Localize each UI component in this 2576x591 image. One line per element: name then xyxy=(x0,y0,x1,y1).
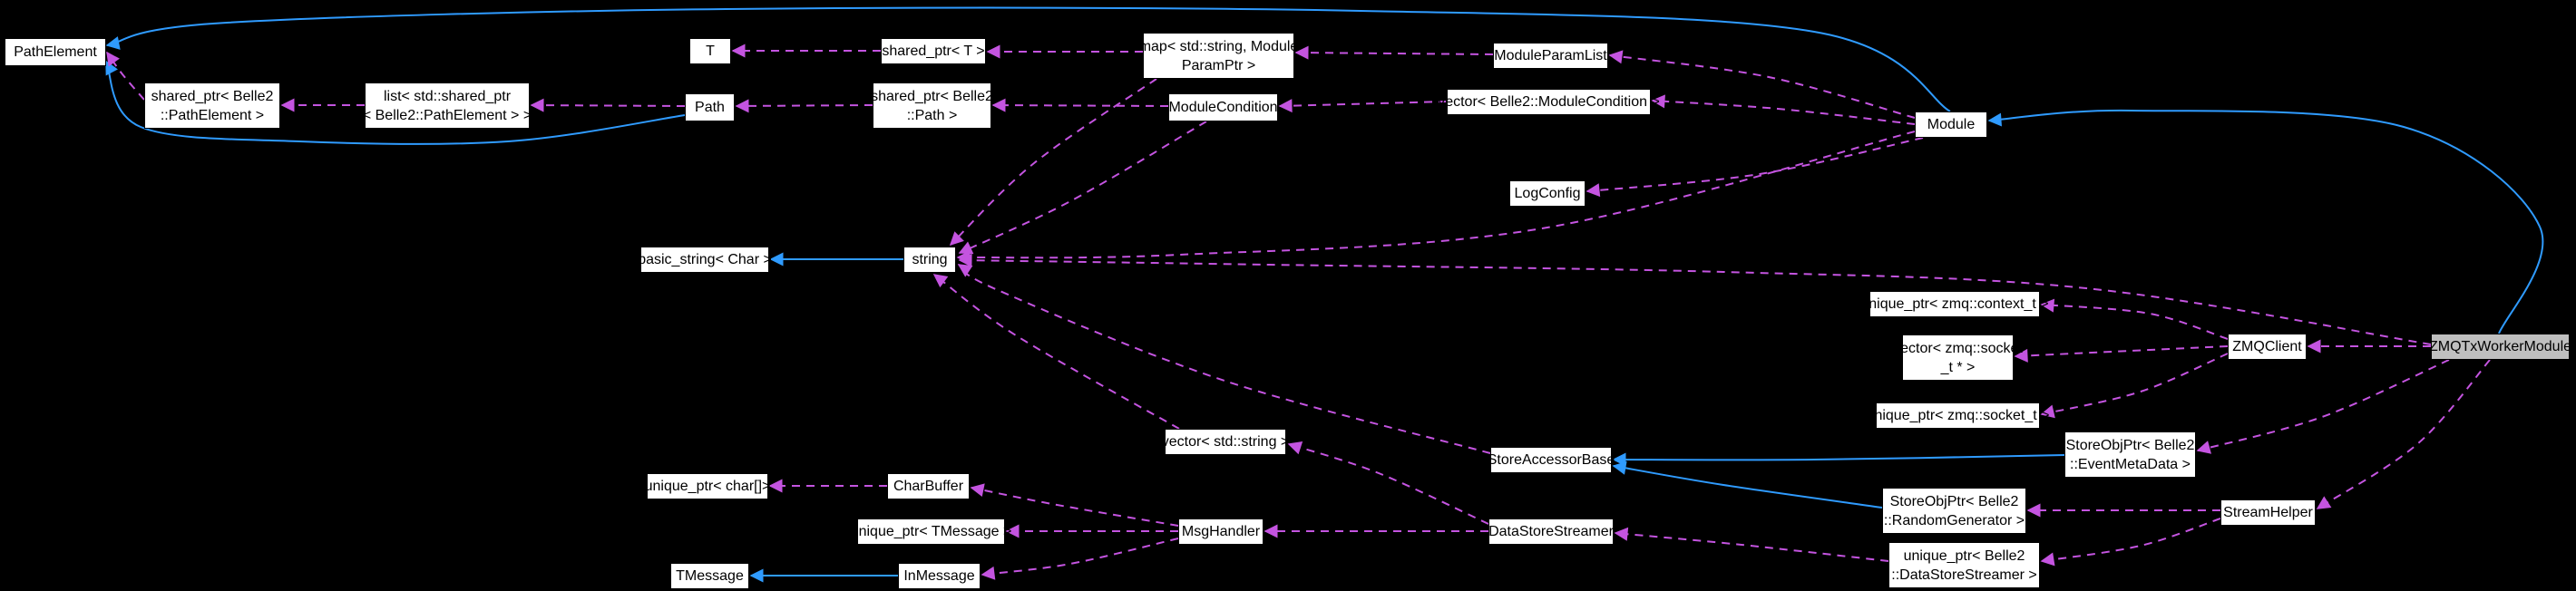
edge-up_datastorestreamer-datastorestreamer xyxy=(1614,527,1889,562)
edge-sop_randomgenerator-storeaccessorbase xyxy=(1612,460,1883,509)
edge-datastorestreamer-vec_string xyxy=(1287,441,1489,525)
node-label: TMessage xyxy=(676,568,744,584)
node-label: CharBuffer xyxy=(893,479,964,494)
node-label: shared_ptr< Belle2 ::Path > xyxy=(871,88,993,123)
node-label: StoreObjPtr< Belle2 ::RandomGenerator > xyxy=(1883,493,2025,528)
node-label: unique_ptr< TMessage > xyxy=(850,524,1012,539)
node-list_sp_pathelement[interactable]: list< std::shared_ptr < Belle2::PathElem… xyxy=(363,82,532,129)
node-label: InMessage xyxy=(903,568,975,584)
node-zmqclient[interactable]: ZMQClient xyxy=(2228,334,2307,360)
node-inmessage[interactable]: InMessage xyxy=(898,563,981,589)
node-label: shared_ptr< Belle2 ::PathElement > xyxy=(151,88,274,123)
node-label: LogConfig xyxy=(1514,186,1581,201)
node-basic_string[interactable]: basic_string< Char > xyxy=(638,247,772,273)
node-sp_pathelement[interactable]: shared_ptr< Belle2 ::PathElement > xyxy=(144,82,280,129)
node-sop_randomgenerator[interactable]: StoreObjPtr< Belle2 ::RandomGenerator > xyxy=(1882,488,2026,534)
node-moduleparamlist[interactable]: ModuleParamList xyxy=(1493,43,1608,69)
node-sp_path[interactable]: shared_ptr< Belle2 ::Path > xyxy=(871,82,993,129)
node-label: list< std::shared_ptr < Belle2::PathElem… xyxy=(362,88,532,123)
node-module[interactable]: Module xyxy=(1915,111,1987,138)
edge-map_param-string xyxy=(949,78,1157,247)
node-streamhelper[interactable]: StreamHelper xyxy=(2220,499,2316,526)
node-label: Path xyxy=(695,100,725,115)
edge-zmqtxworker-string xyxy=(958,253,2432,345)
node-label: unique_ptr< Belle2 ::DataStoreStreamer > xyxy=(1891,547,2037,583)
edge-modulecondition-string xyxy=(958,121,1207,255)
node-vec_modulecondition[interactable]: vector< Belle2::ModuleCondition > xyxy=(1438,89,1660,115)
node-sop_eventmetadata[interactable]: StoreObjPtr< Belle2 ::EventMetaData > xyxy=(2064,431,2196,478)
edge-msghandler-inmessage xyxy=(981,538,1179,580)
edge-sop_eventmetadata-storeaccessorbase xyxy=(1612,452,2065,467)
edge-moduleparamlist-map_param xyxy=(1294,45,1494,60)
node-string[interactable]: string xyxy=(903,247,956,273)
node-datastorestreamer[interactable]: DataStoreStreamer xyxy=(1488,518,1614,545)
node-label: string xyxy=(912,252,948,267)
node-label: PathElement xyxy=(14,44,97,60)
node-vec_string[interactable]: vector< std::string > xyxy=(1162,429,1289,455)
node-msghandler[interactable]: MsgHandler xyxy=(1178,518,1264,545)
node-label: unique_ptr< char[]> xyxy=(644,479,771,494)
edge-zmqtxworker-sop_eventmetadata xyxy=(2196,359,2450,454)
edge-streamhelper-up_datastorestreamer xyxy=(2040,518,2221,567)
edge-sp_pathelement-pathelement xyxy=(106,51,145,101)
edge-module-vec_modulecondition xyxy=(1651,94,1916,125)
node-label: T xyxy=(706,44,715,59)
node-label: MsgHandler xyxy=(1181,524,1261,539)
node-logconfig[interactable]: LogConfig xyxy=(1509,180,1586,207)
node-label: StoreObjPtr< Belle2 ::EventMetaData > xyxy=(2065,437,2195,472)
edge-vec_string-string xyxy=(932,274,1180,430)
node-label: vector< std::string > xyxy=(1161,434,1290,450)
edge-modulecondition-sp_path xyxy=(991,98,1169,112)
edge-zmqtxworker-module xyxy=(1987,109,2544,334)
node-up_datastorestreamer[interactable]: unique_ptr< Belle2 ::DataStoreStreamer > xyxy=(1888,542,2040,588)
node-vec_socket[interactable]: vector< zmq::socket _t * > xyxy=(1893,334,2023,381)
node-up_context[interactable]: unique_ptr< zmq::context_t > xyxy=(1860,291,2049,317)
edge-path-list_sp_pathelement xyxy=(530,98,686,112)
edge-path-pathelement xyxy=(105,60,686,145)
node-label: ZMQTxWorkerModule xyxy=(2428,339,2572,354)
node-label: ZMQClient xyxy=(2232,339,2302,354)
node-charbuffer[interactable]: CharBuffer xyxy=(887,473,970,499)
node-label: vector< zmq::socket _t * > xyxy=(1893,340,2023,375)
node-label: Module xyxy=(1927,117,1976,132)
node-label: vector< Belle2::ModuleCondition > xyxy=(1438,94,1660,110)
edge-msghandler-charbuffer xyxy=(970,483,1179,527)
node-map_param[interactable]: map< std::string, Module ParamPtr > xyxy=(1139,33,1298,79)
node-label: ModuleCondition xyxy=(1168,100,1278,115)
node-tmessage[interactable]: TMessage xyxy=(670,563,749,589)
node-label: unique_ptr< zmq::socket_t > xyxy=(1866,408,2050,423)
node-up_socket[interactable]: unique_ptr< zmq::socket_t > xyxy=(1867,402,2049,429)
edge-zmqclient-vec_socket xyxy=(2014,345,2229,363)
node-pathelement[interactable]: PathElement xyxy=(5,38,106,66)
edge-module-moduleparamlist xyxy=(1608,50,1916,119)
node-up_char[interactable]: unique_ptr< char[]> xyxy=(645,473,770,499)
node-label: StoreAccessorBase xyxy=(1487,452,1615,468)
node-sp_t[interactable]: shared_ptr< T > xyxy=(881,38,986,64)
node-label: shared_ptr< T > xyxy=(882,44,985,59)
node-label: map< std::string, Module ParamPtr > xyxy=(1138,38,1299,73)
node-label: StreamHelper xyxy=(2223,505,2313,520)
edge-module-logconfig xyxy=(1586,137,1924,198)
edge-zmqclient-up_context xyxy=(2040,298,2229,340)
edge-storeaccessorbase-string xyxy=(957,264,1491,454)
node-label: ModuleParamList xyxy=(1494,48,1607,63)
edge-zmqclient-up_socket xyxy=(2040,353,2229,419)
node-path[interactable]: Path xyxy=(685,93,735,121)
node-zmqtxworker[interactable]: ZMQTxWorkerModule xyxy=(2429,334,2571,360)
node-storeaccessorbase[interactable]: StoreAccessorBase xyxy=(1488,447,1615,473)
node-label: basic_string< Char > xyxy=(638,252,772,267)
edge-module-string xyxy=(956,131,1916,265)
node-up_tmessage[interactable]: unique_ptr< TMessage > xyxy=(851,518,1011,545)
edge-module-pathelement xyxy=(105,6,1951,112)
node-modulecondition[interactable]: ModuleCondition xyxy=(1168,93,1278,121)
node-label: unique_ptr< zmq::context_t > xyxy=(1860,296,2049,312)
node-t[interactable]: T xyxy=(689,38,731,64)
node-label: DataStoreStreamer xyxy=(1488,524,1614,539)
